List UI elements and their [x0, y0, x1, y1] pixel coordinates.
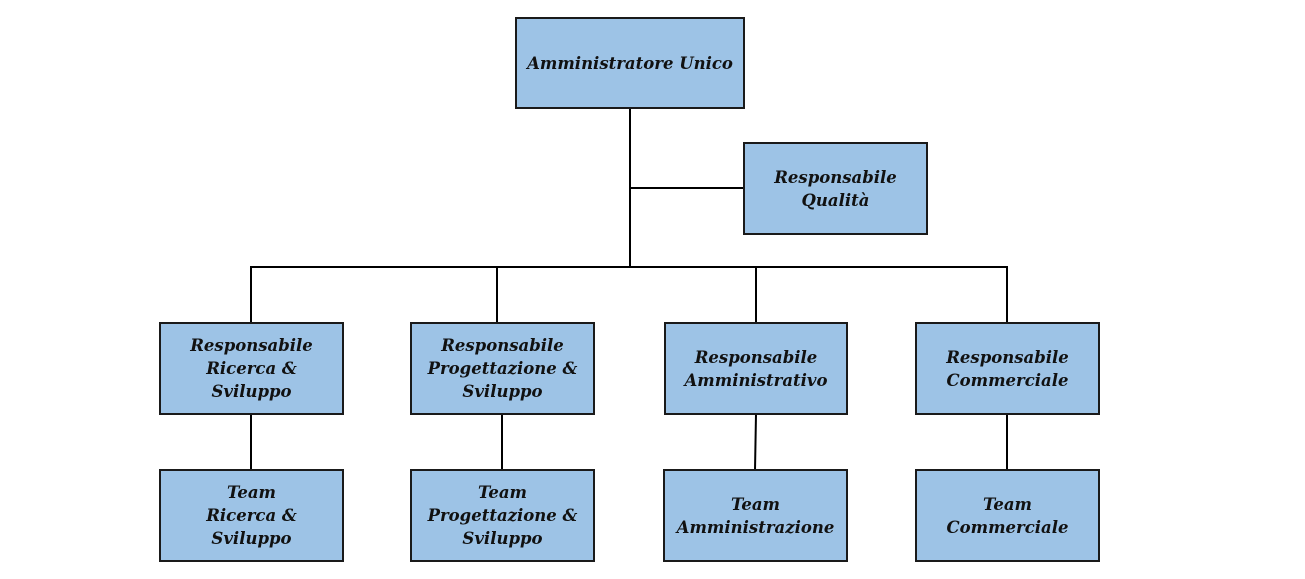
node-amministratore-unico: Amministratore Unico: [515, 17, 745, 109]
node-label: Team Progettazione & Sviluppo: [427, 483, 578, 548]
node-responsabile-ricerca-sviluppo: Responsabile Ricerca & Sviluppo: [159, 322, 344, 415]
node-label: Responsabile Progettazione & Sviluppo: [427, 336, 578, 401]
node-responsabile-progettazione-sviluppo: Responsabile Progettazione & Sviluppo: [410, 322, 595, 415]
node-responsabile-qualita: Responsabile Qualità: [743, 142, 928, 235]
node-team-progettazione-sviluppo: Team Progettazione & Sviluppo: [410, 469, 595, 562]
node-responsabile-amministrativo: Responsabile Amministrativo: [664, 322, 848, 415]
node-label: Responsabile Qualità: [774, 167, 897, 210]
node-label: Team Ricerca & Sviluppo: [206, 483, 297, 548]
node-label: Team Commerciale: [946, 494, 1069, 537]
node-label: Responsabile Ricerca & Sviluppo: [190, 336, 313, 401]
node-label: Team Amministrazione: [676, 494, 835, 537]
node-label: Responsabile Commerciale: [946, 347, 1069, 390]
node-label: Amministratore Unico: [527, 53, 733, 73]
node-label: Responsabile Amministrativo: [684, 347, 828, 390]
node-team-commerciale: Team Commerciale: [915, 469, 1100, 562]
node-team-amministrazione: Team Amministrazione: [663, 469, 848, 562]
node-team-ricerca-sviluppo: Team Ricerca & Sviluppo: [159, 469, 344, 562]
node-responsabile-commerciale: Responsabile Commerciale: [915, 322, 1100, 415]
connector-team-3: [754, 413, 757, 471]
